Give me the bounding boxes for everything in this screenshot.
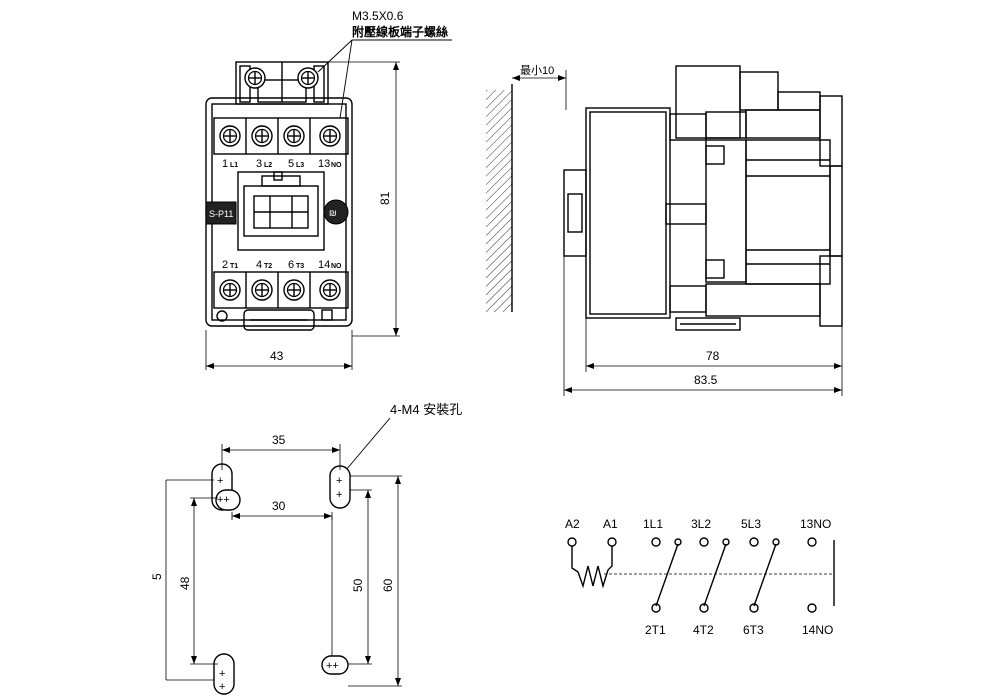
dim-60: 60 [381, 578, 395, 592]
svg-text:+: + [219, 681, 225, 693]
terminal-1-label: 1 [222, 158, 228, 170]
terminal-2-sub: T1 [230, 263, 238, 270]
terminal-4-sub: T2 [264, 263, 272, 270]
terminal-3-label: 3 [256, 158, 262, 170]
dim-35: 35 [272, 433, 286, 447]
terminal-2-label: 2 [222, 259, 228, 271]
terminal-6-sub: T3 [296, 263, 304, 270]
schematic-label-3l2: 3L2 [691, 517, 711, 531]
model-label: S-P11 [209, 209, 233, 219]
brand-logo [323, 199, 349, 225]
mounting-view: 4-M4 安裝孔 + ++ + + + + ++ 35 30 [150, 402, 462, 695]
schematic-label-a1: A1 [603, 517, 618, 531]
side-view: 最小10 78 [486, 64, 843, 396]
svg-text:++: ++ [217, 494, 230, 506]
terminal-5-label: 5 [288, 158, 294, 170]
screw-note-label: 附壓線板端子螺絲 [352, 24, 448, 39]
terminal-14-sub: NO [331, 263, 342, 270]
schematic-label-6t3: 6T3 [743, 623, 764, 637]
terminal-4-label: 4 [256, 259, 262, 271]
svg-text:+: + [336, 489, 342, 501]
schematic-label-1l1: 1L1 [643, 517, 663, 531]
schematic-label-13no: 13NO [800, 517, 831, 531]
front-view: M3.5X0.6 附壓線板端子螺絲 1 L1 3 L2 5 L3 13 [205, 9, 452, 370]
terminal-5-sub: L3 [296, 162, 304, 169]
terminal-1-sub: L1 [230, 162, 238, 169]
schematic-label-4t2: 4T2 [693, 623, 714, 637]
svg-text:₪: ₪ [329, 208, 337, 218]
schematic-label-5l3: 5L3 [741, 517, 761, 531]
dim-partial: 5 [150, 573, 164, 580]
svg-text:++: ++ [326, 660, 339, 672]
mounting-holes-label: 4-M4 安裝孔 [390, 402, 462, 417]
depth-dim-78: 78 [706, 349, 720, 363]
svg-text:+: + [217, 475, 223, 487]
schematic-label-2t1: 2T1 [645, 623, 666, 637]
width-dim-43: 43 [270, 349, 284, 363]
terminal-13-label: 13 [318, 158, 330, 170]
svg-text:+: + [219, 668, 225, 680]
terminal-6-label: 6 [288, 259, 294, 271]
dim-30: 30 [272, 499, 286, 513]
schematic-label-14no: 14NO [802, 623, 833, 637]
screw-spec-label: M3.5X0.6 [352, 9, 404, 23]
height-dim-81: 81 [378, 191, 392, 205]
svg-text:+: + [336, 475, 342, 487]
terminal-14-label: 14 [318, 259, 330, 271]
dim-50: 50 [351, 578, 365, 592]
dim-48: 48 [178, 576, 192, 590]
schematic-label-a2: A2 [565, 517, 580, 531]
depth-dim-83-5: 83.5 [694, 373, 718, 387]
wiring-schematic: A2 A1 1L1 3L2 5L3 13NO 2T1 4T2 6T3 14N [565, 517, 835, 637]
clearance-label: 最小10 [520, 64, 554, 77]
terminal-13-sub: NO [331, 162, 342, 169]
terminal-3-sub: L2 [264, 162, 272, 169]
